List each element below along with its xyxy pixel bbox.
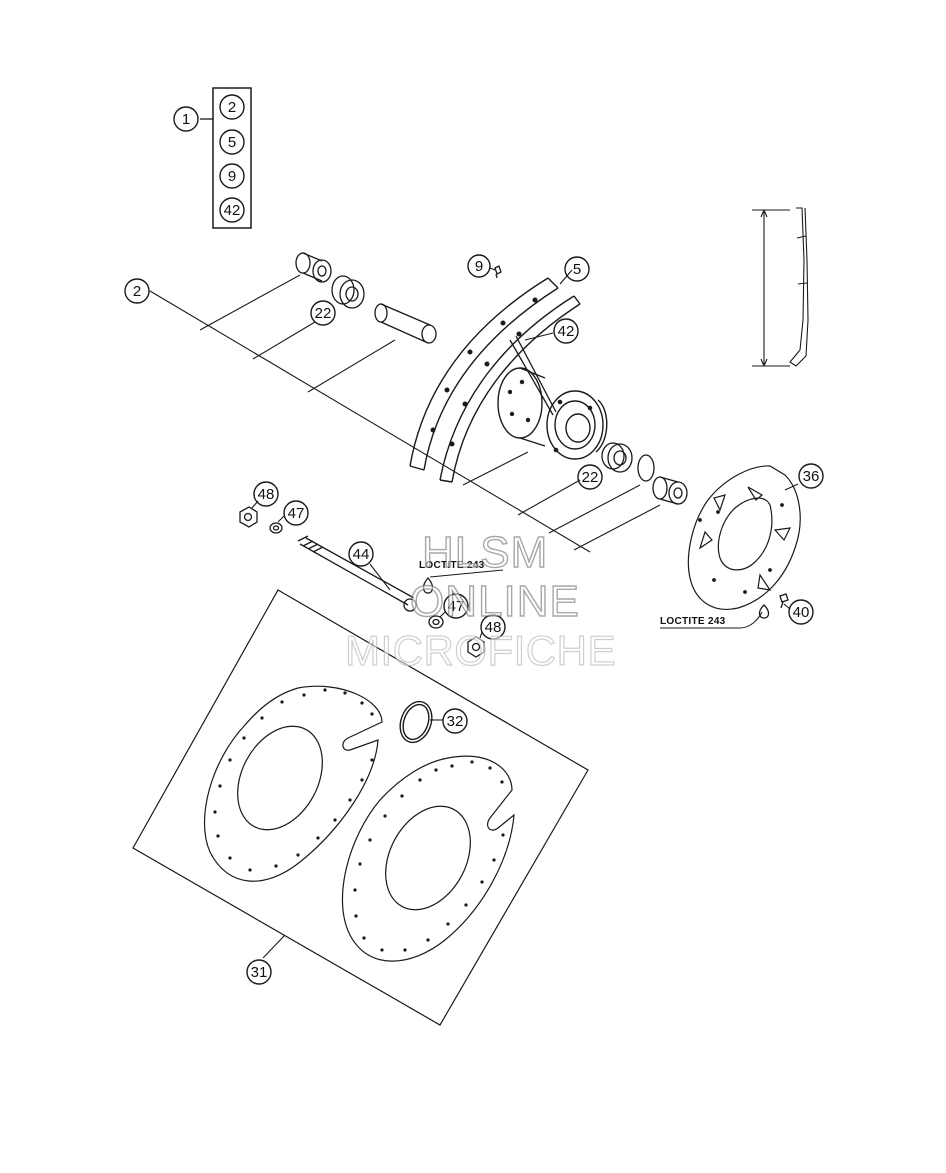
callout-48-right: 48 [485, 619, 502, 636]
rim-tape-holes [213, 688, 505, 952]
valve [494, 265, 502, 279]
callout-44: 44 [353, 546, 370, 563]
axle-nut-left [239, 506, 258, 528]
callout-42: 42 [558, 323, 575, 340]
rim-tape-sheet-frame [132, 589, 589, 1026]
callout-32: 32 [447, 713, 464, 730]
callout-1: 1 [182, 111, 190, 128]
washer-left [269, 522, 283, 534]
callout-40: 40 [793, 604, 810, 621]
wheel-hub [497, 367, 608, 460]
wheel-rim [409, 277, 581, 483]
watermark-line-1: HLSM [421, 527, 549, 577]
callout-36: 36 [803, 468, 820, 485]
rim-tape-disc-2 [341, 755, 515, 962]
watermark-line-3: MICROFICHE [344, 626, 616, 674]
wheel-bearing-right [601, 442, 633, 473]
callout-5-kit: 5 [228, 134, 236, 151]
callout-labels: 1 2 5 9 42 2 22 9 5 42 22 36 48 47 44 47… [133, 99, 820, 981]
loctite-drop-axle [422, 577, 434, 594]
callout-47-left: 47 [288, 505, 305, 522]
callout-circles [124, 94, 824, 985]
callout-9-kit: 9 [228, 168, 236, 185]
callout-22-left: 22 [315, 305, 332, 322]
circlip-right [637, 454, 655, 482]
spacer-bushing-right [652, 476, 688, 505]
rim-band-detail [752, 207, 809, 367]
brake-disc [687, 465, 801, 610]
wheel-bearing-left [331, 275, 365, 309]
leader-lines [149, 267, 799, 959]
spacer-bushing-left [295, 252, 332, 283]
disc-screw [779, 593, 789, 609]
loctite-drop-disc [758, 604, 770, 619]
watermark-line-2: ONLINE [409, 576, 580, 626]
callout-31: 31 [251, 964, 268, 981]
loctite-notes: LOCTITE 243 LOCTITE 243 [419, 560, 726, 627]
axle-nut-right [467, 636, 485, 658]
kit-group [200, 87, 252, 229]
spacer-tube [374, 303, 437, 344]
washer-right [428, 615, 444, 629]
callout-9: 9 [475, 258, 483, 275]
callout-22-right: 22 [582, 469, 599, 486]
loctite-note-axle: LOCTITE 243 [419, 560, 485, 571]
callout-42-kit: 42 [224, 202, 241, 219]
callout-47-right: 47 [448, 598, 465, 615]
callout-2: 2 [133, 283, 141, 300]
rim-tape-disc-1 [203, 685, 383, 882]
front-axle [297, 535, 417, 612]
circlip-32 [399, 700, 433, 744]
loctite-note-disc: LOCTITE 243 [660, 616, 726, 627]
callout-48-left: 48 [258, 486, 275, 503]
callout-2-kit: 2 [228, 99, 236, 116]
callout-5: 5 [573, 261, 581, 278]
